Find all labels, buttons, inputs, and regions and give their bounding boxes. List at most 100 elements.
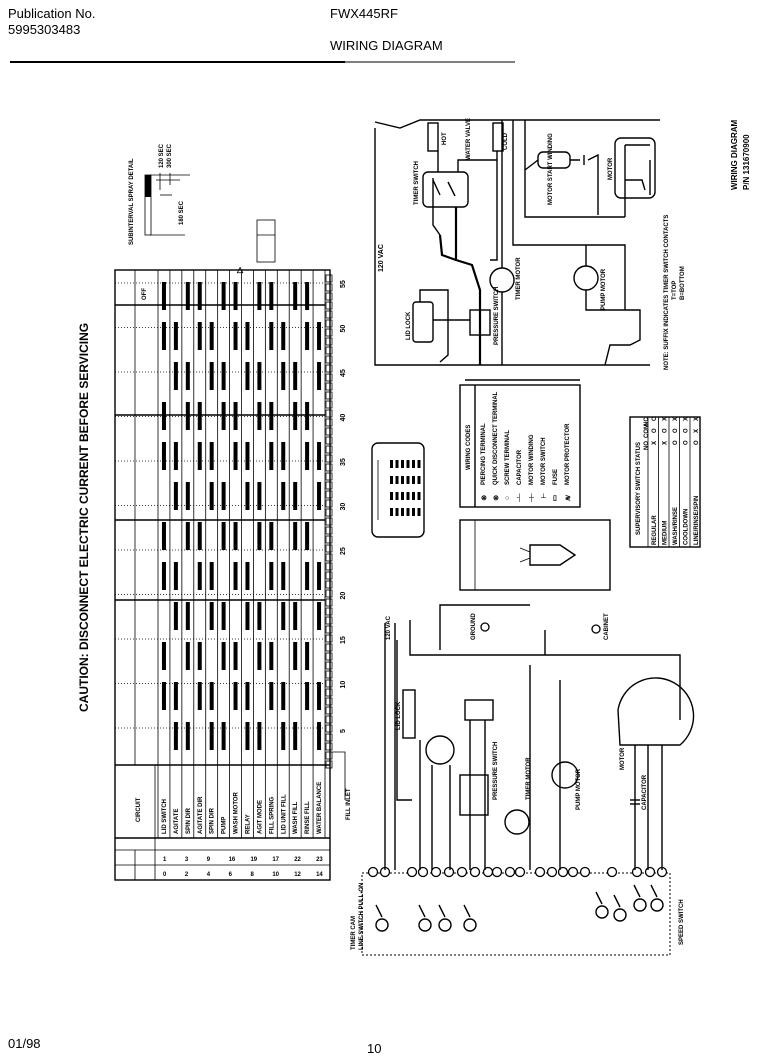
connector-pin xyxy=(417,460,421,468)
contact-closed-bar xyxy=(257,642,262,670)
wiring-code-label: MOTOR SWITCH xyxy=(541,437,547,485)
connector-pin xyxy=(390,460,393,468)
wiring-code-symbol-icon: ┤ xyxy=(516,493,522,503)
contact-closed-bar xyxy=(281,602,286,630)
connector-pin xyxy=(390,508,393,516)
contact-closed-bar xyxy=(281,442,286,470)
terminal xyxy=(534,866,546,878)
contact-closed-bar xyxy=(317,682,322,710)
timer-increment-slot xyxy=(325,436,333,445)
footer-date: 01/98 xyxy=(8,1036,41,1051)
wiring-code-label: QUICK DISCONNECT TERMINAL xyxy=(493,391,499,485)
contact-closed-bar xyxy=(293,522,298,550)
contact-closed-bar xyxy=(161,442,166,470)
contact-closed-bar xyxy=(317,322,322,350)
contact-closed-bar xyxy=(173,442,178,470)
terminal xyxy=(644,866,656,878)
contact-closed-bar xyxy=(245,362,250,390)
timer-increment-slot xyxy=(325,580,333,589)
timer-increment-slot xyxy=(325,364,333,373)
contact-closed-bar xyxy=(161,322,166,350)
contact-number: 8 xyxy=(250,872,254,878)
connector-pin xyxy=(401,492,404,500)
terminal xyxy=(579,866,591,878)
table-cell: X xyxy=(694,429,700,433)
timer-increment-slot xyxy=(325,445,333,454)
minute-mark: 25 xyxy=(340,547,347,555)
terminal xyxy=(504,866,516,878)
page-title: WIRING DIAGRAM xyxy=(330,38,443,53)
timer-increment-slot xyxy=(325,346,333,355)
timer-increment-slot xyxy=(325,427,333,436)
timer-increment-slot xyxy=(325,715,333,724)
spray-detail-title: SUBINTERVAL SPRAY DETAIL xyxy=(129,158,135,245)
timer-increment-slot xyxy=(325,697,333,706)
connector-pin xyxy=(401,460,404,468)
timer-increment-slot xyxy=(325,553,333,562)
contact-closed-bar xyxy=(233,442,238,470)
table-cell: O xyxy=(684,428,690,433)
contact-closed-bar xyxy=(173,682,178,710)
contact-closed-bar xyxy=(221,522,226,550)
contact-closed-bar xyxy=(209,722,214,750)
cam-switch-blade xyxy=(633,884,641,898)
timer-increment-slot xyxy=(325,301,333,310)
contact-closed-bar xyxy=(173,602,178,630)
timer-increment-slot xyxy=(325,499,333,508)
contact-closed-bar xyxy=(209,562,214,590)
timer-increment-slot xyxy=(325,724,333,733)
spray-detail: SUBINTERVAL SPRAY DETAIL 120 SEC 300 SEC… xyxy=(129,143,276,274)
timer-switch-label: TIMER SWITCH xyxy=(414,161,420,205)
contact-closed-bar xyxy=(269,282,274,310)
contact-number: 6 xyxy=(229,872,233,878)
schematic-bottom: LID LOCK PRESSURE SWITCH TIMER MOTOR PUM… xyxy=(351,604,695,956)
wiring-codes-title: WIRING CODES xyxy=(466,425,472,470)
contact-closed-bar xyxy=(221,642,226,670)
contact-number: 19 xyxy=(250,857,257,863)
minute-mark: 15 xyxy=(340,636,347,644)
timer-increment-slot xyxy=(325,310,333,319)
schematic-top: HOT WATER VALVE COLD TIMER SWITCH TIMER … xyxy=(374,118,686,381)
contact-closed-bar xyxy=(221,482,226,510)
cam-switch-blade xyxy=(438,904,446,918)
timer-increment-slot xyxy=(325,481,333,490)
contact-closed-bar xyxy=(293,722,298,750)
timer-switch xyxy=(422,171,469,208)
contact-closed-bar xyxy=(221,402,226,430)
contact-closed-bar xyxy=(257,722,262,750)
contact-closed-bar xyxy=(161,682,166,710)
supply-bottom-label: 120 VAC xyxy=(386,615,392,640)
terminal xyxy=(546,866,558,878)
circuit-label: FILL SPRING xyxy=(269,796,275,834)
contact-closed-bar xyxy=(221,282,226,310)
terminal xyxy=(469,866,481,878)
contact-number: 17 xyxy=(272,857,279,863)
spray-detail-fill xyxy=(145,175,151,197)
contact-closed-bar xyxy=(185,722,190,750)
contact-closed-bar xyxy=(161,522,166,550)
cam-switch-blade xyxy=(418,904,426,918)
wiring-code-label: CAPACITOR xyxy=(517,449,523,485)
timer-increment-slot xyxy=(325,526,333,535)
connector-pin xyxy=(395,460,399,468)
fill-inlet-label: FILL INLET xyxy=(346,788,352,820)
table-row-label: WASH/RINSE xyxy=(673,507,679,545)
contact-closed-bar xyxy=(221,362,226,390)
wiring-code-label: FUSE xyxy=(553,469,559,485)
contact-closed-bar xyxy=(185,362,190,390)
timer-increment-slot xyxy=(325,382,333,391)
motor-start-winding-label: MOTOR START WINDING xyxy=(548,133,554,205)
side-title-part-number: P/N 131670900 xyxy=(742,134,751,190)
switch-status-table: SUPERVISORY SWITCH STATUS REGULARXOOMEDI… xyxy=(629,416,701,548)
wiring-code-label: MOTOR PROTECTOR xyxy=(565,423,571,485)
capacitor-label: CAPACITOR xyxy=(642,774,648,810)
cam-switch-blade xyxy=(650,884,658,898)
water-valve-bottom xyxy=(425,735,455,765)
contact-closed-bar xyxy=(305,522,310,550)
wiring-code-symbol-icon: ┴ xyxy=(540,493,546,502)
cold-label: COLD xyxy=(503,132,509,150)
pump-motor-bottom-label: PUMP MOTOR xyxy=(576,768,582,810)
table-row-label: LINE/RINSE/SPIN xyxy=(694,496,700,545)
